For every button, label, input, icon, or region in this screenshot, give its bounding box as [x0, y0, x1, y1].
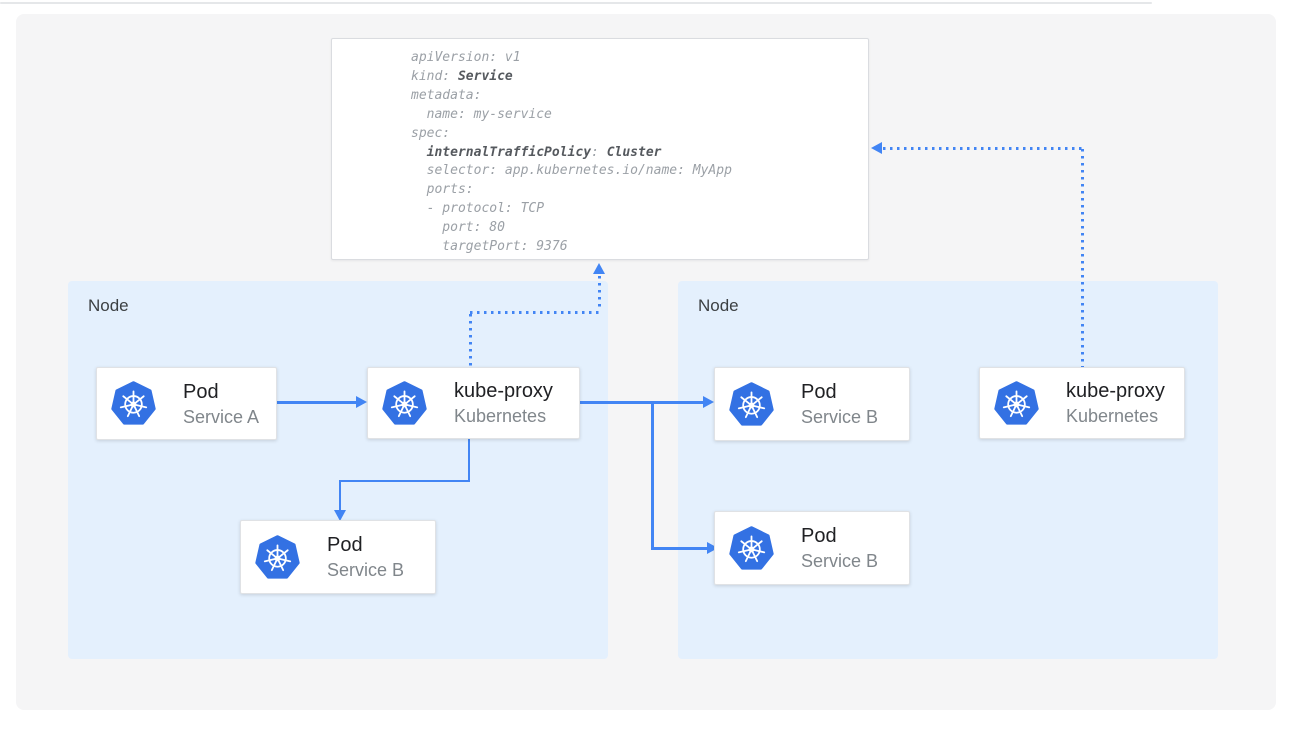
pod-card-service-a: Pod Service A	[96, 367, 277, 440]
card-subtitle: Service B	[327, 560, 405, 580]
dotted-kube-proxy-left-to-service-segment	[468, 314, 472, 367]
kubernetes-icon	[729, 381, 774, 427]
node-box-left: Node	[68, 281, 608, 659]
dotted-kube-proxy-right-to-service-segment	[1080, 149, 1084, 367]
yaml-line: targetPort: 9376	[411, 238, 868, 257]
kubernetes-icon	[255, 534, 300, 580]
yaml-token: kind:	[411, 68, 458, 84]
yaml-line: metadata:	[411, 87, 868, 106]
kubernetes-icon	[994, 380, 1039, 426]
arrow-kube-proxy-to-pod-b-left-arrowhead	[333, 510, 346, 521]
kubernetes-icon	[729, 525, 774, 571]
arrow-kube-proxy-to-pod-b-left-segment	[338, 479, 470, 482]
arrow-pod-a-to-kube-proxy-segment	[277, 401, 357, 404]
kubernetes-icon	[382, 380, 427, 426]
yaml-line: internalTrafficPolicy: Cluster	[411, 144, 868, 163]
yaml-token: internalTrafficPolicy	[426, 144, 592, 160]
kube-proxy-card-right: kube-proxy Kubernetes	[979, 367, 1185, 439]
card-subtitle: Service B	[801, 407, 879, 427]
arrow-kube-proxy-to-pod-b-right-top-arrowhead	[703, 396, 714, 408]
yaml-token: :	[591, 144, 607, 160]
yaml-token: - protocol: TCP	[411, 201, 545, 217]
dotted-kube-proxy-right-to-service-arrowhead	[871, 141, 882, 154]
pod-card-service-b-right-bottom: Pod Service B	[714, 511, 910, 585]
card-title: Pod	[801, 525, 837, 547]
arrow-kube-proxy-to-pod-b-left-segment	[338, 479, 341, 511]
arrow-kube-proxy-to-pod-b-right-bottom-segment	[651, 547, 708, 550]
card-subtitle: Service A	[183, 406, 260, 427]
yaml-line: selector: app.kubernetes.io/name: MyApp	[411, 162, 868, 181]
dotted-kube-proxy-right-to-service-segment	[883, 146, 1082, 150]
card-title: Pod	[327, 534, 363, 556]
arrow-kube-proxy-to-pod-b-right-bottom-segment	[651, 402, 654, 548]
card-subtitle: Kubernetes	[1066, 406, 1159, 426]
node-label: Node	[88, 296, 129, 315]
yaml-line: spec:	[411, 125, 868, 144]
pod-card-service-b-left: Pod Service B	[240, 520, 436, 594]
yaml-token: Cluster	[606, 144, 662, 160]
node-box-right: Node	[678, 281, 1218, 659]
dotted-kube-proxy-left-to-service-segment	[597, 276, 601, 311]
yaml-token: ports:	[411, 182, 474, 198]
yaml-token: Service	[457, 68, 513, 84]
yaml-line: apiVersion: v1	[411, 49, 868, 68]
yaml-token: targetPort: 9376	[411, 239, 568, 255]
card-title: Pod	[801, 381, 837, 403]
kubernetes-icon	[111, 381, 156, 426]
dotted-kube-proxy-left-to-service-arrowhead	[592, 263, 605, 274]
yaml-line: name: my-service	[411, 106, 868, 125]
yaml-token: apiVersion: v1	[411, 50, 521, 65]
yaml-line: ports:	[411, 181, 868, 200]
yaml-token: port: 80	[411, 220, 505, 236]
card-title: kube-proxy	[1066, 380, 1165, 402]
yaml-token: metadata:	[411, 87, 482, 103]
arrow-kube-proxy-to-pod-b-right-bottom-arrowhead	[707, 542, 718, 554]
dotted-kube-proxy-left-to-service-segment	[470, 310, 600, 314]
card-subtitle: Kubernetes	[454, 406, 547, 426]
card-subtitle: Service B	[801, 551, 879, 571]
top-divider	[0, 2, 1152, 4]
yaml-line: - protocol: TCP	[411, 200, 868, 219]
yaml-token: selector: app.kubernetes.io/name: MyApp	[411, 163, 732, 179]
yaml-token	[411, 145, 427, 160]
pod-card-service-b-right-top: Pod Service B	[714, 367, 910, 441]
node-label: Node	[698, 296, 739, 315]
yaml-line: kind: Service	[411, 68, 868, 87]
arrow-kube-proxy-to-pod-b-left-segment	[467, 438, 470, 481]
kube-proxy-card-left: kube-proxy Kubernetes	[367, 367, 580, 439]
yaml-token: spec:	[411, 125, 451, 141]
arrow-kube-proxy-to-pod-b-right-top-segment	[580, 401, 704, 404]
card-title: kube-proxy	[454, 380, 553, 402]
yaml-line: port: 80	[411, 219, 868, 238]
yaml-token: name: my-service	[411, 106, 552, 122]
arrow-pod-a-to-kube-proxy-arrowhead	[356, 396, 367, 408]
card-title: Pod	[183, 380, 219, 403]
